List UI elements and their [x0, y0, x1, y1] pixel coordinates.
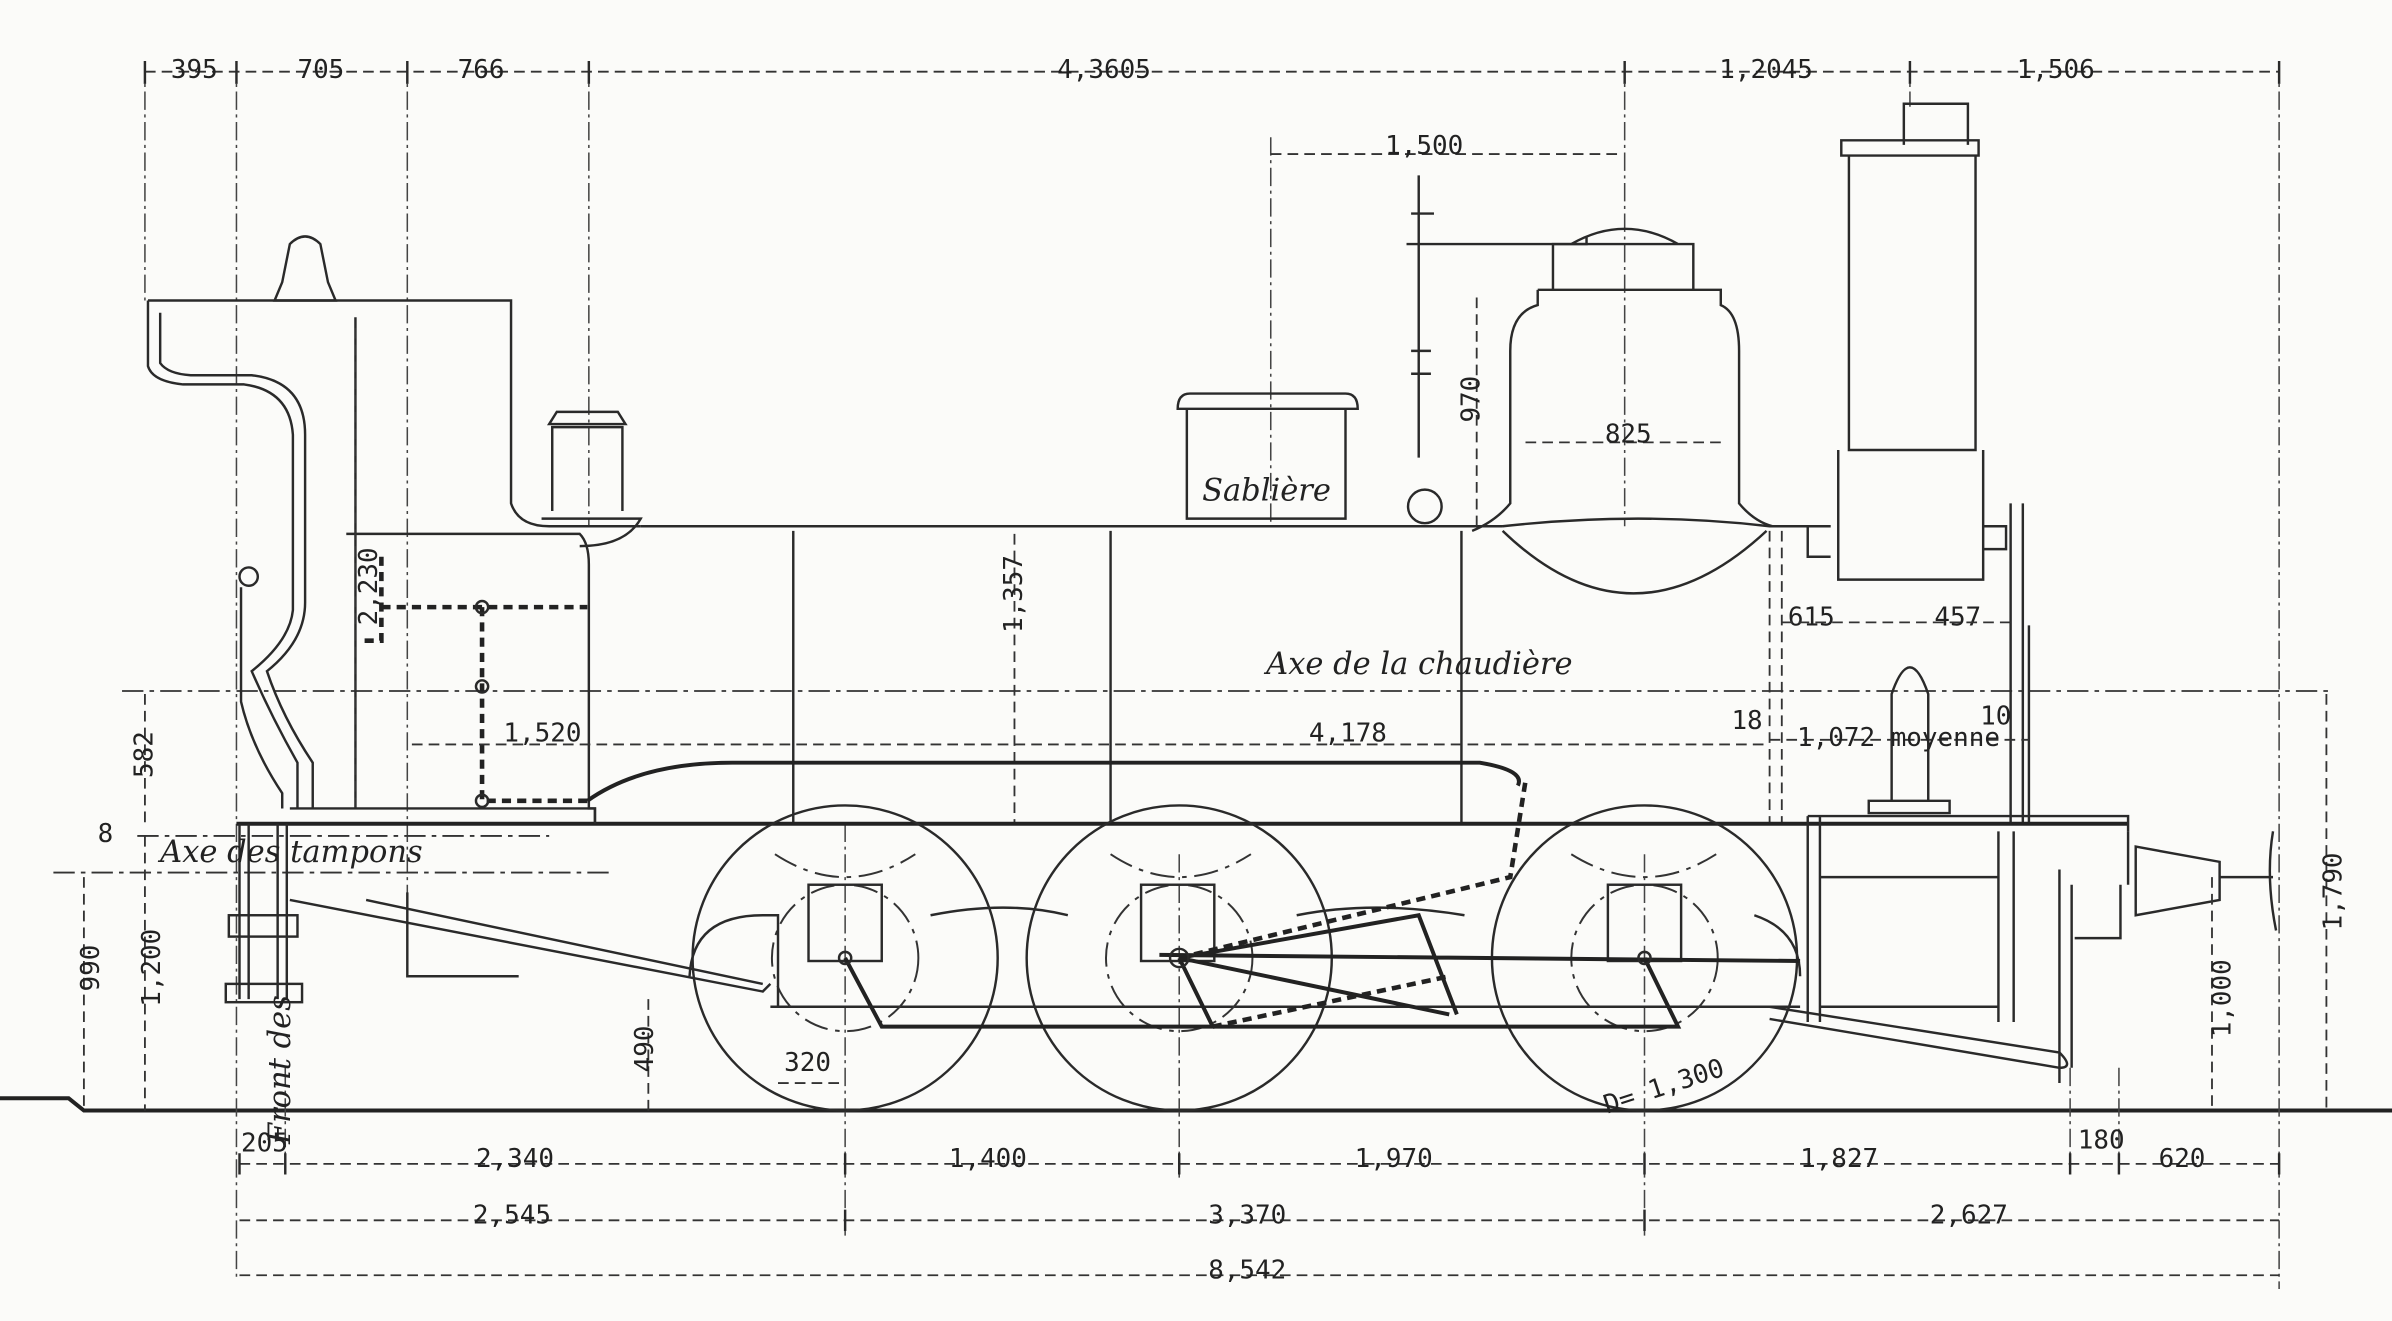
- dim-990: 990: [76, 945, 106, 992]
- boiler: [640, 517, 1831, 824]
- frame: [236, 807, 2129, 1008]
- dim-766: 766: [458, 55, 505, 85]
- dim-18: 18: [1731, 706, 1762, 736]
- dim-dome-width: 825: [1605, 419, 1652, 449]
- steam-dome: 970 825: [1457, 227, 1773, 595]
- dim-582: 582: [130, 731, 160, 778]
- firebox-outline: [363, 556, 588, 804]
- regulator-rod: [1406, 175, 1588, 458]
- dim-205: 205: [241, 1129, 288, 1159]
- dim-1-2045: 1,2045: [1719, 55, 1813, 85]
- buffer-axis-label: Axe des tampons: [157, 835, 422, 870]
- buffer-front-label-2: Front des: [263, 995, 298, 1145]
- regulator-handwheel: [1406, 488, 1443, 525]
- dim-620: 620: [2159, 1144, 2206, 1174]
- valve-gear: [837, 780, 1801, 1029]
- dim-2-545: 2,545: [473, 1200, 551, 1230]
- dim-1-400: 1,400: [949, 1144, 1027, 1174]
- dim-firebox-length: 1,520: [503, 718, 581, 748]
- dim-tube-length: 4,178: [1309, 718, 1387, 748]
- dim-1-790: 1,790: [2319, 852, 2349, 930]
- top-dimension-chain: 395 705 766 4,3605 1,2045 1,506: [143, 55, 2281, 85]
- dim-4-3605: 4,3605: [1057, 55, 1151, 85]
- dim-1-200: 1,200: [137, 929, 167, 1007]
- dim-180: 180: [2078, 1126, 2125, 1156]
- dim-2-627: 2,627: [1930, 1200, 2008, 1230]
- chimney: [1806, 102, 2031, 824]
- dim-1-000: 1,000: [2207, 959, 2237, 1037]
- whistle-icon: [272, 235, 338, 302]
- dim-395: 395: [171, 55, 218, 85]
- dim-overall-length: 8,542: [1208, 1255, 1286, 1285]
- extension-lines: [53, 61, 2335, 1289]
- sandbox-label: Sablière: [1202, 473, 1331, 508]
- front-end: [1769, 814, 2278, 1084]
- wheels: [688, 804, 1802, 1112]
- bottom-dimension-chains: 205 2,340 1,400 1,970 1,827 180 620 2,54…: [238, 1126, 2281, 1285]
- boiler-axis-label: Axe de la chaudière: [1263, 647, 1572, 682]
- dim-1-827: 1,827: [1800, 1144, 1878, 1174]
- dim-1-970: 1,970: [1355, 1144, 1433, 1174]
- dim-2-340: 2,340: [476, 1144, 554, 1174]
- dim-dome-offset: 1,500: [1385, 131, 1463, 161]
- dim-dome-height: 970: [1457, 376, 1487, 423]
- rail-line: [0, 1096, 2392, 1113]
- dim-615: 615: [1788, 602, 1835, 632]
- safety-valve: [541, 410, 643, 548]
- dim-457: 457: [1934, 602, 1981, 632]
- dim-490: 490: [630, 1026, 660, 1073]
- dim-8: 8: [98, 819, 114, 849]
- dim-3-370: 3,370: [1208, 1200, 1286, 1230]
- dim-320: 320: [784, 1048, 831, 1078]
- dim-boiler-diameter: 1,357: [999, 555, 1029, 633]
- rear-buffers: [224, 823, 304, 1004]
- blast-pipe: [1867, 666, 1951, 815]
- dim-cab-height: 2,230: [354, 547, 384, 625]
- dim-10: 10: [1980, 702, 2011, 732]
- dim-1-506: 1,506: [2017, 55, 2095, 85]
- dim-smokebox-length: 1,072 moyenne: [1797, 723, 2000, 753]
- sandbox: Sablière: [1176, 392, 1359, 520]
- dim-705: 705: [297, 55, 344, 85]
